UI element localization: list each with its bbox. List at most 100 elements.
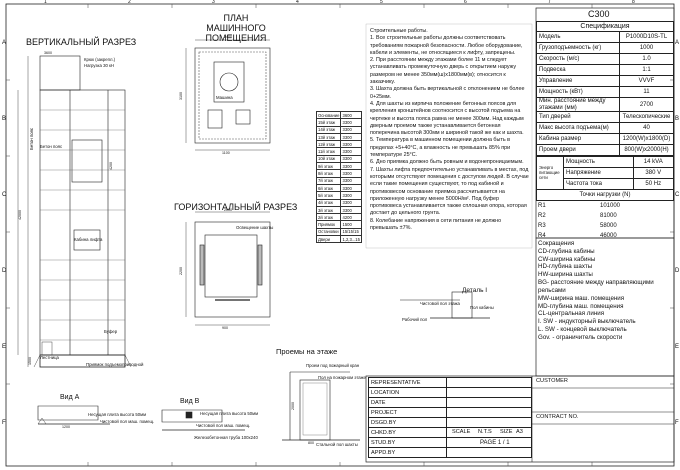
sheet-code: C300: [588, 9, 610, 19]
abbr-item: BG- расстояние между направляющими рельс…: [538, 279, 654, 294]
dim-door-h: 2000: [291, 402, 295, 410]
floor-height: 3300: [340, 162, 362, 171]
dim-misc-2: 900: [222, 326, 228, 330]
view-b-title: Вид B: [180, 398, 200, 405]
floor-name: 8й этаж: [315, 169, 342, 178]
note-2: 2. При расстоянии между этажами более 11…: [370, 57, 517, 86]
view-a-drawing: [37, 405, 110, 425]
concrete-ring-2-label: Бетон пояс: [40, 144, 63, 149]
spec-value: 1200(W)x1800(D): [619, 133, 674, 146]
spec-value: 1.0: [619, 53, 674, 65]
floor-height: 3300: [340, 205, 362, 215]
tb-representative: REPRESENTATIVE: [368, 377, 447, 388]
view-a-floor-label: Чистовой пол маш. помещ.: [100, 419, 155, 424]
note-6: 6. Дно приямка должно быть ровным и водо…: [370, 159, 524, 166]
grid-letter-f: F: [2, 420, 6, 426]
grid-letter-f-right: F: [675, 420, 679, 426]
dim-door-w: 800: [308, 441, 314, 445]
loads-title: Точки нагрузки (N): [536, 189, 674, 202]
spec-label: Тип дверей: [536, 111, 620, 124]
abbr-item: CW-ширина кабины: [538, 255, 596, 263]
dim-vs-height: 42000: [18, 210, 22, 220]
note-1: 1. Все строительные работы должны соотве…: [370, 35, 523, 56]
spec-label: Мощность (кВт): [536, 86, 620, 98]
floor-height: 3300: [340, 176, 362, 185]
tb-size: A3: [516, 429, 523, 435]
grid-letter-b-right: B: [675, 116, 680, 122]
door-opening-note: Проем под пожарный кран: [306, 363, 360, 368]
tb-customer: CUSTOMER: [536, 378, 568, 384]
spec-value: 40: [619, 122, 674, 135]
tb-contract: CONTRACT NO.: [536, 414, 579, 420]
dim-misc-3: 1200: [62, 425, 70, 429]
grid-number-2: 2: [128, 0, 131, 5]
floor-height: 3300: [340, 198, 362, 207]
tb-scale-label: SCALE: [452, 429, 471, 435]
grid-letter-a: A: [2, 40, 7, 46]
floor-name: 13й этаж: [315, 132, 342, 142]
hook-load-label: Нагрузка 30 кН: [84, 63, 115, 68]
spec-row: Мощность (кВт)11: [536, 86, 674, 98]
power-value-2: 50 Hz: [632, 178, 674, 191]
grid-number-1: 1: [44, 0, 47, 5]
floor-name: 6й этаж: [315, 183, 342, 193]
machine-label: Машина: [216, 95, 233, 100]
load-value: 81000: [600, 213, 617, 220]
abbr-item: L. SW - концевой выключатель: [538, 325, 627, 333]
concrete-ring-label: Бетон пояс: [29, 127, 34, 150]
grid-letter-a-right: A: [675, 40, 680, 46]
tb-project: PROJECT: [368, 407, 447, 418]
load-label: R4: [538, 233, 546, 240]
construction-notes: Строительные работы. 1. Все строительные…: [370, 28, 530, 232]
grid-number-3: 3: [212, 0, 215, 5]
floor-name: 10й этаж: [315, 154, 342, 164]
floor-height: 3300: [340, 140, 362, 149]
dim-vs-top: 3600: [44, 51, 52, 55]
spec-label: Модель: [536, 31, 620, 43]
machine-room-plan-drawing: [185, 39, 271, 151]
note-7: 7. Шахты лифта предпочтительно устанавли…: [370, 166, 529, 217]
dim-vs-pit: 1500: [28, 357, 32, 365]
load-value: 58000: [600, 223, 617, 230]
pit-label: Приямок подъемоприводной: [86, 362, 144, 367]
spec-label: Управление: [536, 75, 620, 87]
tb-location: LOCATION: [368, 387, 447, 398]
detail-i-drawing: [400, 291, 490, 319]
power-label-0: Мощность: [563, 156, 634, 169]
view-b-floor-label: Чистовой пол маш. помещ.: [196, 423, 251, 428]
spec-label: Грузоподъемность (кг): [536, 42, 620, 54]
spec-value: 1:1: [619, 64, 674, 76]
vertical-section-title: ВЕРТИКАЛЬНЫЙ РАЗРЕЗ: [26, 37, 137, 47]
title-block: REPRESENTATIVE LOCATION DATE PROJECT DSG…: [368, 377, 532, 458]
abbr-item: HD-глубина шахты: [538, 263, 593, 271]
spec-row: Скорость (м/с)1.0: [536, 53, 674, 65]
note-8: 8. Колебание напряжения в сети питания н…: [370, 217, 502, 232]
title-block-frame: [365, 375, 675, 463]
spec-value: 2700: [619, 96, 674, 113]
floor-name: 9й этаж: [315, 162, 342, 171]
power-value-1: 380 V: [632, 167, 674, 180]
spec-label: Мин. расстояние между этажами (мм): [536, 96, 620, 113]
slab-load-label: Несущая плита высота 50мм: [88, 412, 147, 417]
view-a-title: Вид А: [60, 394, 80, 401]
floor-name: Двери: [315, 235, 342, 244]
vertical-section-drawing: [17, 55, 132, 368]
buffer-label: Буфер: [104, 329, 118, 334]
horizontal-section-title: ГОРИЗОНТАЛЬНЫЙ РАЗРЕЗ: [174, 202, 298, 212]
tb-page: PAGE 1 / 1: [480, 440, 510, 446]
